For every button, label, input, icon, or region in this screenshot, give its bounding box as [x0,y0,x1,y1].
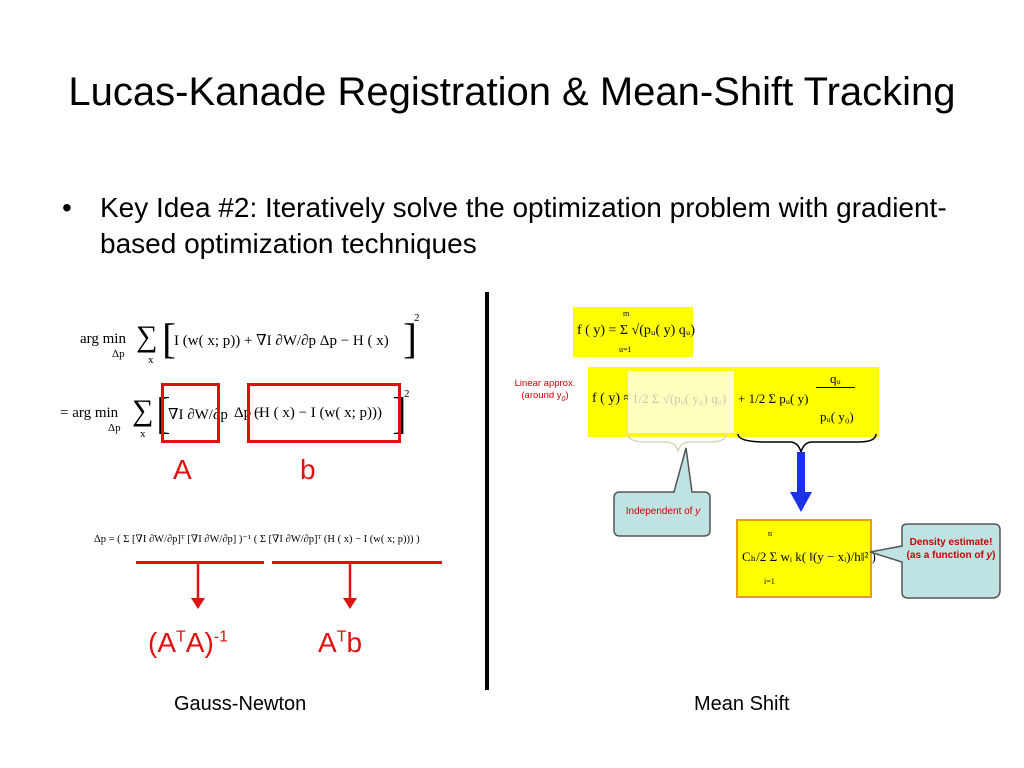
term-b: (H ( x) − I (w( x; p))) [254,405,382,421]
density-text-2: (as a function of [906,550,987,561]
slide-title: Lucas-Kanade Registration & Mean-Shift T… [68,70,956,114]
ata-arrow-icon [191,562,205,609]
bhattacharyya-equation-box: f ( y) = Σ √(pᵤ( y) qᵤ) m u=1 [573,307,696,357]
density-estimate-equation-box: Cₕ/2 Σ wᵢ k( ‖(y − xᵢ)/h‖² ) n i=1 [736,519,876,598]
faded-term-background [628,371,734,433]
linear-approx-end: ) [565,390,569,401]
argmin-subscript-2: Δp [108,422,121,434]
label-a: A [173,454,192,485]
independent-var: y [695,506,701,517]
density-text-2-wrap: (as a function of y) [904,549,998,562]
density-end: ) [992,550,996,561]
sum-lower-i1: i=1 [764,577,775,586]
ata-mid: A) [185,627,214,658]
independent-bubble-text: Independent of y [618,505,708,518]
blue-down-arrow-icon [790,452,812,512]
ata-underline [136,561,264,564]
right-bracket: ] [403,317,417,363]
faded-constant-term: 1/2 Σ √(pᵤ( y₀) qᵤ) [632,391,727,406]
label-b: b [300,454,316,485]
atb-underline [272,561,442,564]
density-bubble-text: Density estimate! (as a function of y) [904,536,998,562]
sum-upper-n: n [768,529,772,538]
gauss-newton-update-equation: Δp = ( Σ [∇I ∂W/∂p]ᵀ [∇I ∂W/∂p] )⁻¹ ( Σ … [94,534,420,545]
argmin-label: arg min [80,331,126,347]
sum-symbol-2: ∑ [132,394,154,427]
approx-lhs: f ( y) ≈ [592,391,632,406]
square-power: 2 [414,312,420,324]
argmin-subscript: Δp [112,348,125,360]
density-text-1: Density estimate! [909,537,993,548]
linear-approx-note: Linear approx. (around y0) [510,378,580,406]
density-bubble-shape [869,523,1001,599]
independent-bubble-shape [613,447,711,537]
atb-tail: b [346,627,363,658]
sum-upper-m: m [623,309,630,318]
term-b-highlight-box [247,383,401,443]
atb-transpose-sup: T [336,628,347,646]
term-a-highlight-box [161,383,220,443]
bullet-text: Key Idea #2: Iteratively solve the optim… [100,192,947,259]
sum-subscript: x [148,354,154,366]
sum-lower-u1: u=1 [619,345,632,354]
atb-arrow-icon [343,562,357,609]
equals-argmin-label: = arg min [60,405,119,421]
linear-approx-equation-box: f ( y) ≈ 1/2 Σ √(pᵤ( y₀) qᵤ) + 1/2 Σ pᵤ(… [588,367,879,437]
lk-rearranged-equation: = arg min Δp ∑ x [ ∇I ∂W/∂p Δp − (H ( x)… [60,386,410,444]
atb-label: ATb [318,627,362,659]
ata-base: (A [148,627,176,658]
objective-body: I (w( x; p)) + ∇I ∂W/∂p Δp − H ( x) [174,333,389,349]
bhattacharyya-equation: f ( y) = Σ √(pᵤ( y) qᵤ) [577,323,696,338]
square-power-2: 2 [404,388,410,400]
sum-symbol: ∑ [136,320,158,353]
left-bracket: [ [162,317,176,363]
linear-approx-sub: 0 [561,395,566,403]
column-divider [485,292,489,690]
bullet-marker: • [62,192,72,223]
ata-inverse-label: (ATA)-1 [148,627,228,659]
linear-approx-text: Linear approx. (around y [514,378,576,401]
sum-subscript-2: x [140,428,146,440]
ratio-denominator: pᵤ( y₀) [820,409,854,424]
lk-objective-equation: arg min Δp ∑ x [ I (w( x; p)) + ∇I ∂W/∂p… [78,312,423,370]
density-var: y [986,550,993,561]
weighted-sum-term: + 1/2 Σ pᵤ( y) [738,391,809,406]
mean-shift-caption: Mean Shift [694,693,790,715]
ata-inverse-sup: -1 [213,628,229,646]
atb-base: A [318,627,337,658]
ratio-numerator: qᵤ [816,371,855,388]
independent-text: Independent of [625,506,696,517]
gauss-newton-caption: Gauss-Newton [174,693,307,715]
density-estimate-equation: Cₕ/2 Σ wᵢ k( ‖(y − xᵢ)/h‖² ) [742,549,876,564]
ata-transpose-sup: T [176,628,186,646]
term-a: ∇I ∂W/∂p [168,407,228,423]
